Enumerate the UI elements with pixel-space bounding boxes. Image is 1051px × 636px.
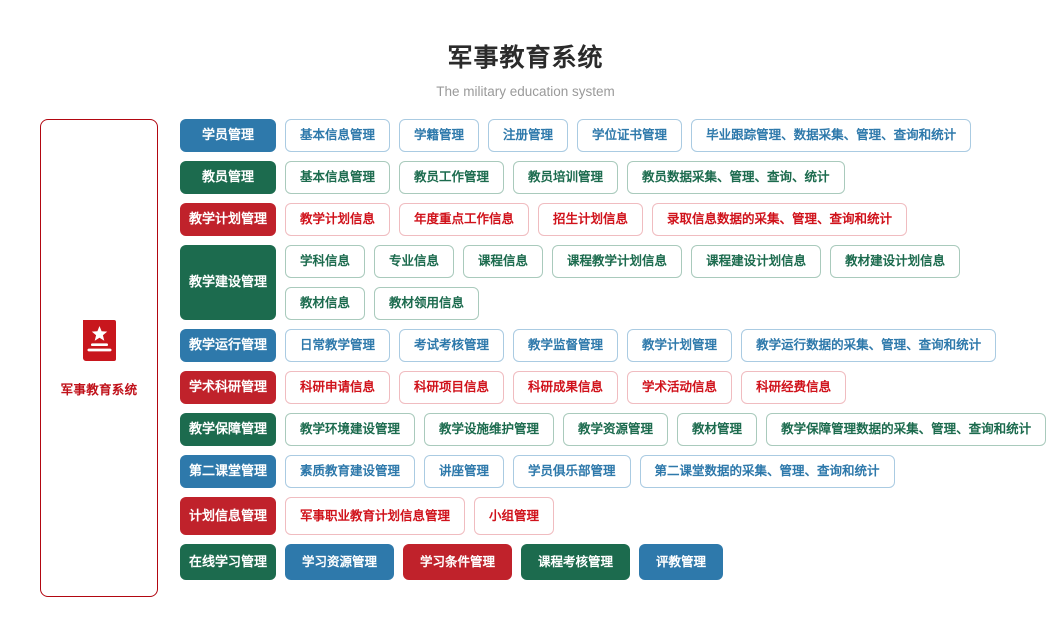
sidebar-system-title: 军事教育系统 xyxy=(60,382,138,397)
module-item-button[interactable]: 基本信息管理 xyxy=(285,161,391,194)
module-item-button[interactable]: 专业信息 xyxy=(374,245,455,278)
module-items: 日常教学管理考试考核管理教学监督管理教学计划管理教学运行数据的采集、管理、查询和… xyxy=(285,329,997,362)
module-item-button[interactable]: 科研申请信息 xyxy=(285,371,391,404)
module-item-button[interactable]: 教材管理 xyxy=(677,413,758,446)
module-items-line: 学习资源管理学习条件管理课程考核管理评教管理 xyxy=(285,544,724,580)
module-item-button[interactable]: 日常教学管理 xyxy=(285,329,391,362)
module-item-button[interactable]: 学科信息 xyxy=(285,245,366,278)
module-item-button[interactable]: 课程考核管理 xyxy=(521,544,631,580)
module-item-button[interactable]: 讲座管理 xyxy=(424,455,505,488)
category-button[interactable]: 学术科研管理 xyxy=(180,371,276,404)
category-button[interactable]: 教学建设管理 xyxy=(180,245,276,320)
module-items: 学科信息专业信息课程信息课程教学计划信息课程建设计划信息教材建设计划信息教材信息… xyxy=(285,245,961,320)
module-items-line: 教学计划信息年度重点工作信息招生计划信息录取信息数据的采集、管理、查询和统计 xyxy=(285,203,908,236)
module-item-button[interactable]: 教材建设计划信息 xyxy=(830,245,961,278)
category-button[interactable]: 第二课堂管理 xyxy=(180,455,276,488)
module-items-line: 基本信息管理教员工作管理教员培训管理教员数据采集、管理、查询、统计 xyxy=(285,161,845,194)
module-items-line: 教学环境建设管理教学设施维护管理教学资源管理教材管理教学保障管理数据的采集、管理… xyxy=(285,413,1047,446)
module-items: 教学计划信息年度重点工作信息招生计划信息录取信息数据的采集、管理、查询和统计 xyxy=(285,203,908,236)
book-star-icon xyxy=(78,319,120,370)
module-row: 教学保障管理教学环境建设管理教学设施维护管理教学资源管理教材管理教学保障管理数据… xyxy=(180,413,1047,446)
module-items: 基本信息管理学籍管理注册管理学位证书管理毕业跟踪管理、数据采集、管理、查询和统计 xyxy=(285,119,972,152)
category-button[interactable]: 计划信息管理 xyxy=(180,497,276,535)
module-item-button[interactable]: 素质教育建设管理 xyxy=(285,455,416,488)
module-item-button[interactable]: 招生计划信息 xyxy=(538,203,644,236)
module-item-button[interactable]: 教学保障管理数据的采集、管理、查询和统计 xyxy=(766,413,1047,446)
module-items: 学习资源管理学习条件管理课程考核管理评教管理 xyxy=(285,544,724,580)
module-items: 教学环境建设管理教学设施维护管理教学资源管理教材管理教学保障管理数据的采集、管理… xyxy=(285,413,1047,446)
module-item-button[interactable]: 小组管理 xyxy=(474,497,555,535)
module-item-button[interactable]: 教员数据采集、管理、查询、统计 xyxy=(627,161,845,194)
sidebar-system-card[interactable]: 军事教育系统 xyxy=(40,119,158,597)
module-items-line: 日常教学管理考试考核管理教学监督管理教学计划管理教学运行数据的采集、管理、查询和… xyxy=(285,329,997,362)
module-item-button[interactable]: 录取信息数据的采集、管理、查询和统计 xyxy=(652,203,908,236)
module-item-button[interactable]: 教员培训管理 xyxy=(513,161,619,194)
category-button[interactable]: 教学保障管理 xyxy=(180,413,276,446)
module-item-button[interactable]: 军事职业教育计划信息管理 xyxy=(285,497,466,535)
module-items: 基本信息管理教员工作管理教员培训管理教员数据采集、管理、查询、统计 xyxy=(285,161,845,194)
module-row: 教学计划管理教学计划信息年度重点工作信息招生计划信息录取信息数据的采集、管理、查… xyxy=(180,203,1046,236)
module-item-button[interactable]: 课程信息 xyxy=(463,245,544,278)
module-item-button[interactable]: 教材领用信息 xyxy=(374,287,480,320)
module-item-button[interactable]: 学术活动信息 xyxy=(627,371,733,404)
category-button[interactable]: 教员管理 xyxy=(180,161,276,194)
module-item-button[interactable]: 科研成果信息 xyxy=(513,371,619,404)
module-items-line: 科研申请信息科研项目信息科研成果信息学术活动信息科研经费信息 xyxy=(285,371,847,404)
module-item-button[interactable]: 学位证书管理 xyxy=(577,119,683,152)
module-item-button[interactable]: 课程教学计划信息 xyxy=(552,245,683,278)
category-button[interactable]: 学员管理 xyxy=(180,119,276,152)
module-item-button[interactable]: 考试考核管理 xyxy=(399,329,505,362)
module-item-button[interactable]: 教学监督管理 xyxy=(513,329,619,362)
module-rows: 学员管理基本信息管理学籍管理注册管理学位证书管理毕业跟踪管理、数据采集、管理、查… xyxy=(180,119,1047,589)
module-item-button[interactable]: 评教管理 xyxy=(639,544,724,580)
module-row: 计划信息管理军事职业教育计划信息管理小组管理 xyxy=(180,497,1046,535)
category-button[interactable]: 在线学习管理 xyxy=(180,544,276,580)
module-items-line: 学科信息专业信息课程信息课程教学计划信息课程建设计划信息教材建设计划信息 xyxy=(285,245,961,278)
page-header: 军事教育系统 The military education system xyxy=(0,0,1051,99)
module-row: 学术科研管理科研申请信息科研项目信息科研成果信息学术活动信息科研经费信息 xyxy=(180,371,1046,404)
module-item-button[interactable]: 注册管理 xyxy=(488,119,569,152)
module-row: 教员管理基本信息管理教员工作管理教员培训管理教员数据采集、管理、查询、统计 xyxy=(180,161,1046,194)
module-row: 第二课堂管理素质教育建设管理讲座管理学员俱乐部管理第二课堂数据的采集、管理、查询… xyxy=(180,455,1046,488)
module-item-button[interactable]: 第二课堂数据的采集、管理、查询和统计 xyxy=(639,455,895,488)
module-row: 学员管理基本信息管理学籍管理注册管理学位证书管理毕业跟踪管理、数据采集、管理、查… xyxy=(180,119,1046,152)
module-items-line: 基本信息管理学籍管理注册管理学位证书管理毕业跟踪管理、数据采集、管理、查询和统计 xyxy=(285,119,972,152)
module-items: 军事职业教育计划信息管理小组管理 xyxy=(285,497,555,535)
module-item-button[interactable]: 教学运行数据的采集、管理、查询和统计 xyxy=(741,329,997,362)
module-items-line: 军事职业教育计划信息管理小组管理 xyxy=(285,497,555,535)
module-item-button[interactable]: 年度重点工作信息 xyxy=(399,203,530,236)
module-item-button[interactable]: 课程建设计划信息 xyxy=(691,245,822,278)
category-button[interactable]: 教学运行管理 xyxy=(180,329,276,362)
module-item-button[interactable]: 教学环境建设管理 xyxy=(285,413,416,446)
module-item-button[interactable]: 科研项目信息 xyxy=(399,371,505,404)
module-row: 在线学习管理学习资源管理学习条件管理课程考核管理评教管理 xyxy=(180,544,1046,580)
page-subtitle: The military education system xyxy=(436,84,615,99)
module-items: 科研申请信息科研项目信息科研成果信息学术活动信息科研经费信息 xyxy=(285,371,847,404)
module-item-button[interactable]: 科研经费信息 xyxy=(741,371,847,404)
module-item-button[interactable]: 教学设施维护管理 xyxy=(424,413,555,446)
module-item-button[interactable]: 学员俱乐部管理 xyxy=(513,455,631,488)
module-row: 教学运行管理日常教学管理考试考核管理教学监督管理教学计划管理教学运行数据的采集、… xyxy=(180,329,1046,362)
category-button[interactable]: 教学计划管理 xyxy=(180,203,276,236)
module-item-button[interactable]: 学籍管理 xyxy=(399,119,480,152)
module-items-line: 素质教育建设管理讲座管理学员俱乐部管理第二课堂数据的采集、管理、查询和统计 xyxy=(285,455,895,488)
module-item-button[interactable]: 教学资源管理 xyxy=(563,413,669,446)
module-item-button[interactable]: 基本信息管理 xyxy=(285,119,391,152)
module-item-button[interactable]: 教材信息 xyxy=(285,287,366,320)
body-content: 军事教育系统 学员管理基本信息管理学籍管理注册管理学位证书管理毕业跟踪管理、数据… xyxy=(0,99,1051,597)
module-item-button[interactable]: 教员工作管理 xyxy=(399,161,505,194)
page-title: 军事教育系统 xyxy=(447,44,604,72)
module-item-button[interactable]: 教学计划信息 xyxy=(285,203,391,236)
module-item-button[interactable]: 教学计划管理 xyxy=(627,329,733,362)
module-items: 素质教育建设管理讲座管理学员俱乐部管理第二课堂数据的采集、管理、查询和统计 xyxy=(285,455,895,488)
module-row: 教学建设管理学科信息专业信息课程信息课程教学计划信息课程建设计划信息教材建设计划… xyxy=(180,245,1046,320)
module-item-button[interactable]: 学习条件管理 xyxy=(403,544,513,580)
module-item-button[interactable]: 毕业跟踪管理、数据采集、管理、查询和统计 xyxy=(691,119,972,152)
module-items-line: 教材信息教材领用信息 xyxy=(285,287,960,320)
module-item-button[interactable]: 学习资源管理 xyxy=(285,544,395,580)
